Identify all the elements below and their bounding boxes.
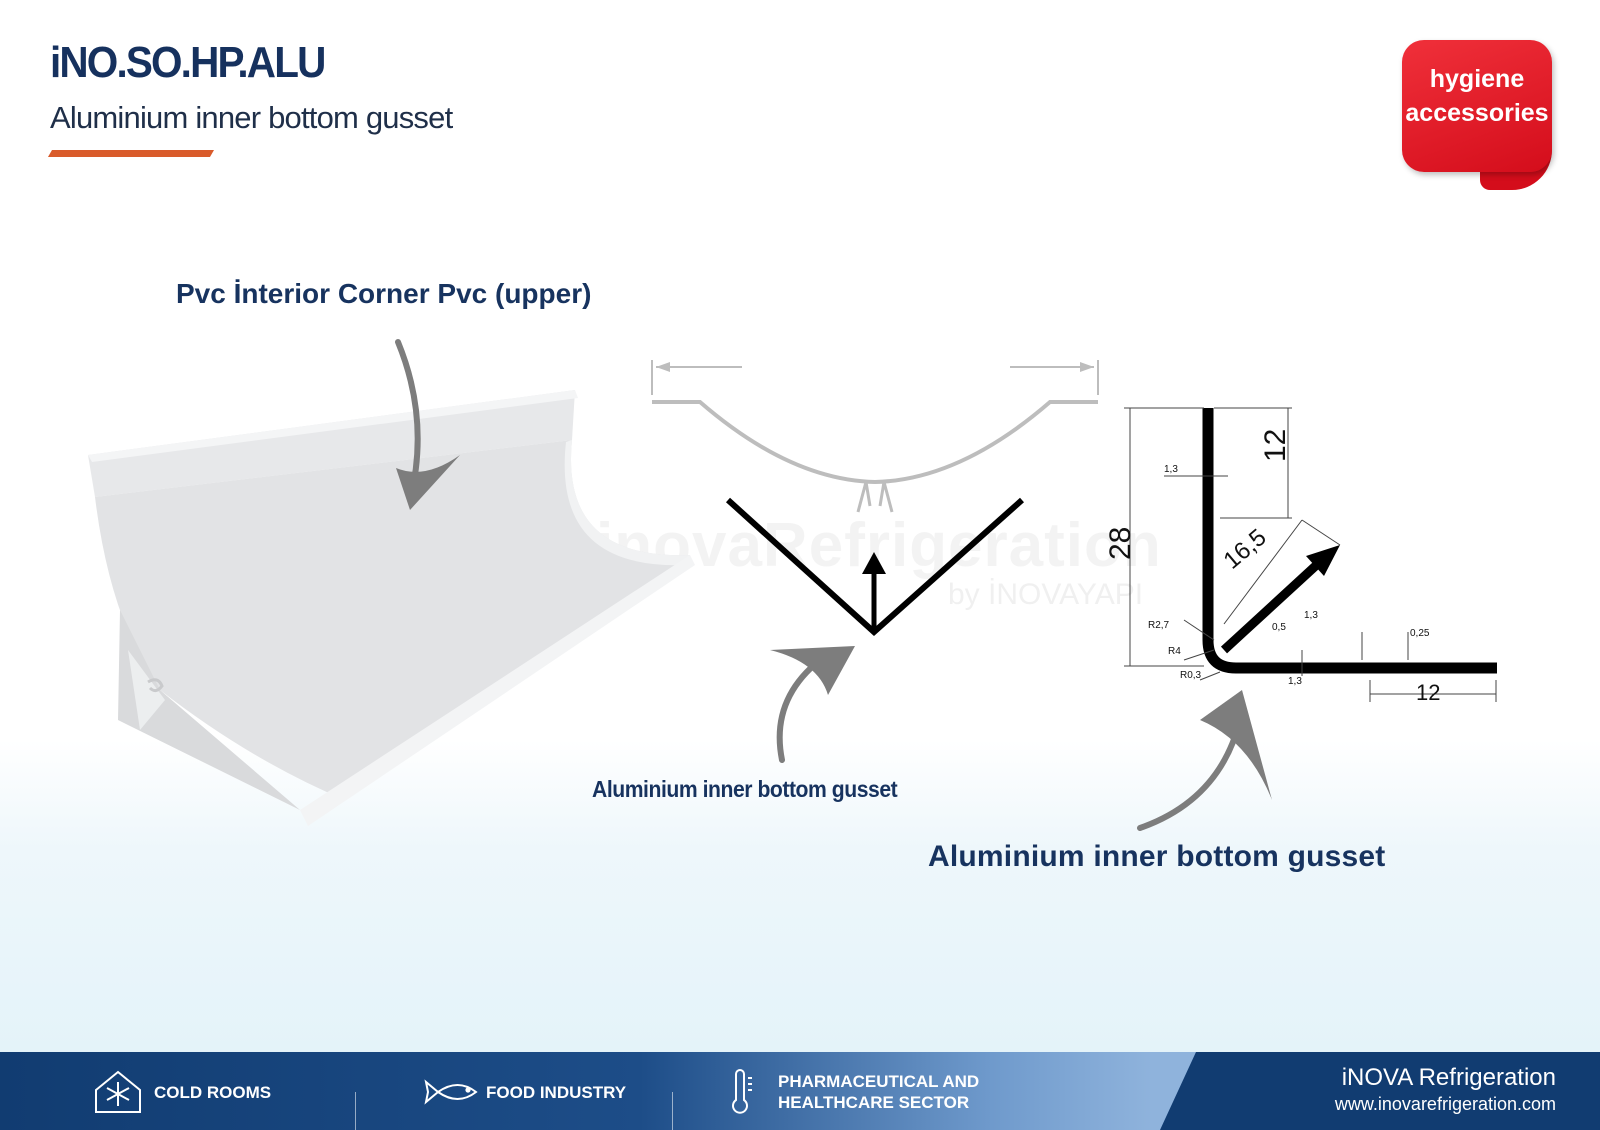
footer-pharma-line-1: PHARMACEUTICAL AND	[778, 1072, 980, 1091]
badge-line-2: accessories	[1405, 99, 1549, 127]
right-pointer-arrow	[1137, 690, 1272, 831]
dim-thickness-3: 1,3	[1288, 676, 1302, 687]
pvc-corner-label: Pvc İnterior Corner Pvc (upper)	[176, 278, 592, 309]
dim-diagonal: 16,5	[1219, 524, 1272, 575]
mid-pointer-arrow	[770, 646, 855, 763]
dimension-labels: 28 12 16,5 12 1,3 1,3 1,3 0,5 0,25 R2,7 …	[1104, 429, 1440, 705]
gusset-middle-label: Aluminium inner bottom gusset	[592, 776, 898, 802]
dim-radius-2: R4	[1168, 646, 1181, 657]
dim-thickness-2: 1,3	[1304, 610, 1318, 621]
dim-top-leg: 12	[1259, 429, 1292, 462]
footer-item-cold-rooms: COLD ROOMS	[154, 1083, 272, 1102]
footer-item-pharma: PHARMACEUTICAL AND HEALTHCARE SECTOR	[778, 1071, 979, 1113]
watermark-sub: by İNOVAYAPI	[948, 578, 1144, 611]
badge-line-1: hygiene	[1429, 65, 1525, 93]
dim-gap-2: 0,25	[1410, 628, 1430, 639]
dim-gap-1: 0,5	[1272, 622, 1286, 633]
pvc-pointer-arrow	[395, 339, 460, 510]
dim-radius-1: R2,7	[1148, 620, 1170, 631]
dim-thickness-1: 1,3	[1164, 464, 1178, 475]
footer-separator	[355, 1092, 356, 1130]
footer-pharma-line-2: HEALTHCARE SECTOR	[778, 1093, 970, 1112]
page-subtitle: Aluminium inner bottom gusset	[50, 100, 453, 135]
technical-drawing	[1124, 407, 1497, 702]
pvc-corner-illustration	[88, 390, 695, 826]
footer-item-food-industry: FOOD INDUSTRY	[486, 1083, 627, 1102]
footer-brand-name: iNOVA Refrigeration	[1341, 1064, 1556, 1091]
footer-separator	[672, 1092, 673, 1130]
dim-bottom-leg: 12	[1416, 680, 1440, 705]
product-code: iNO.SO.HP.ALU	[50, 38, 326, 87]
category-badge	[1402, 40, 1552, 172]
mid-section-diagram	[651, 360, 1099, 637]
footer-website-link[interactable]: www.inovarefrigeration.com	[1334, 1094, 1556, 1114]
dim-radius-3: R0,3	[1180, 670, 1202, 681]
badge-text: hygiene accessories	[1402, 62, 1552, 130]
gusset-right-label: Aluminium inner bottom gusset	[928, 840, 1386, 873]
footer-brand-panel	[1160, 1052, 1600, 1130]
dim-height: 28	[1104, 527, 1137, 560]
